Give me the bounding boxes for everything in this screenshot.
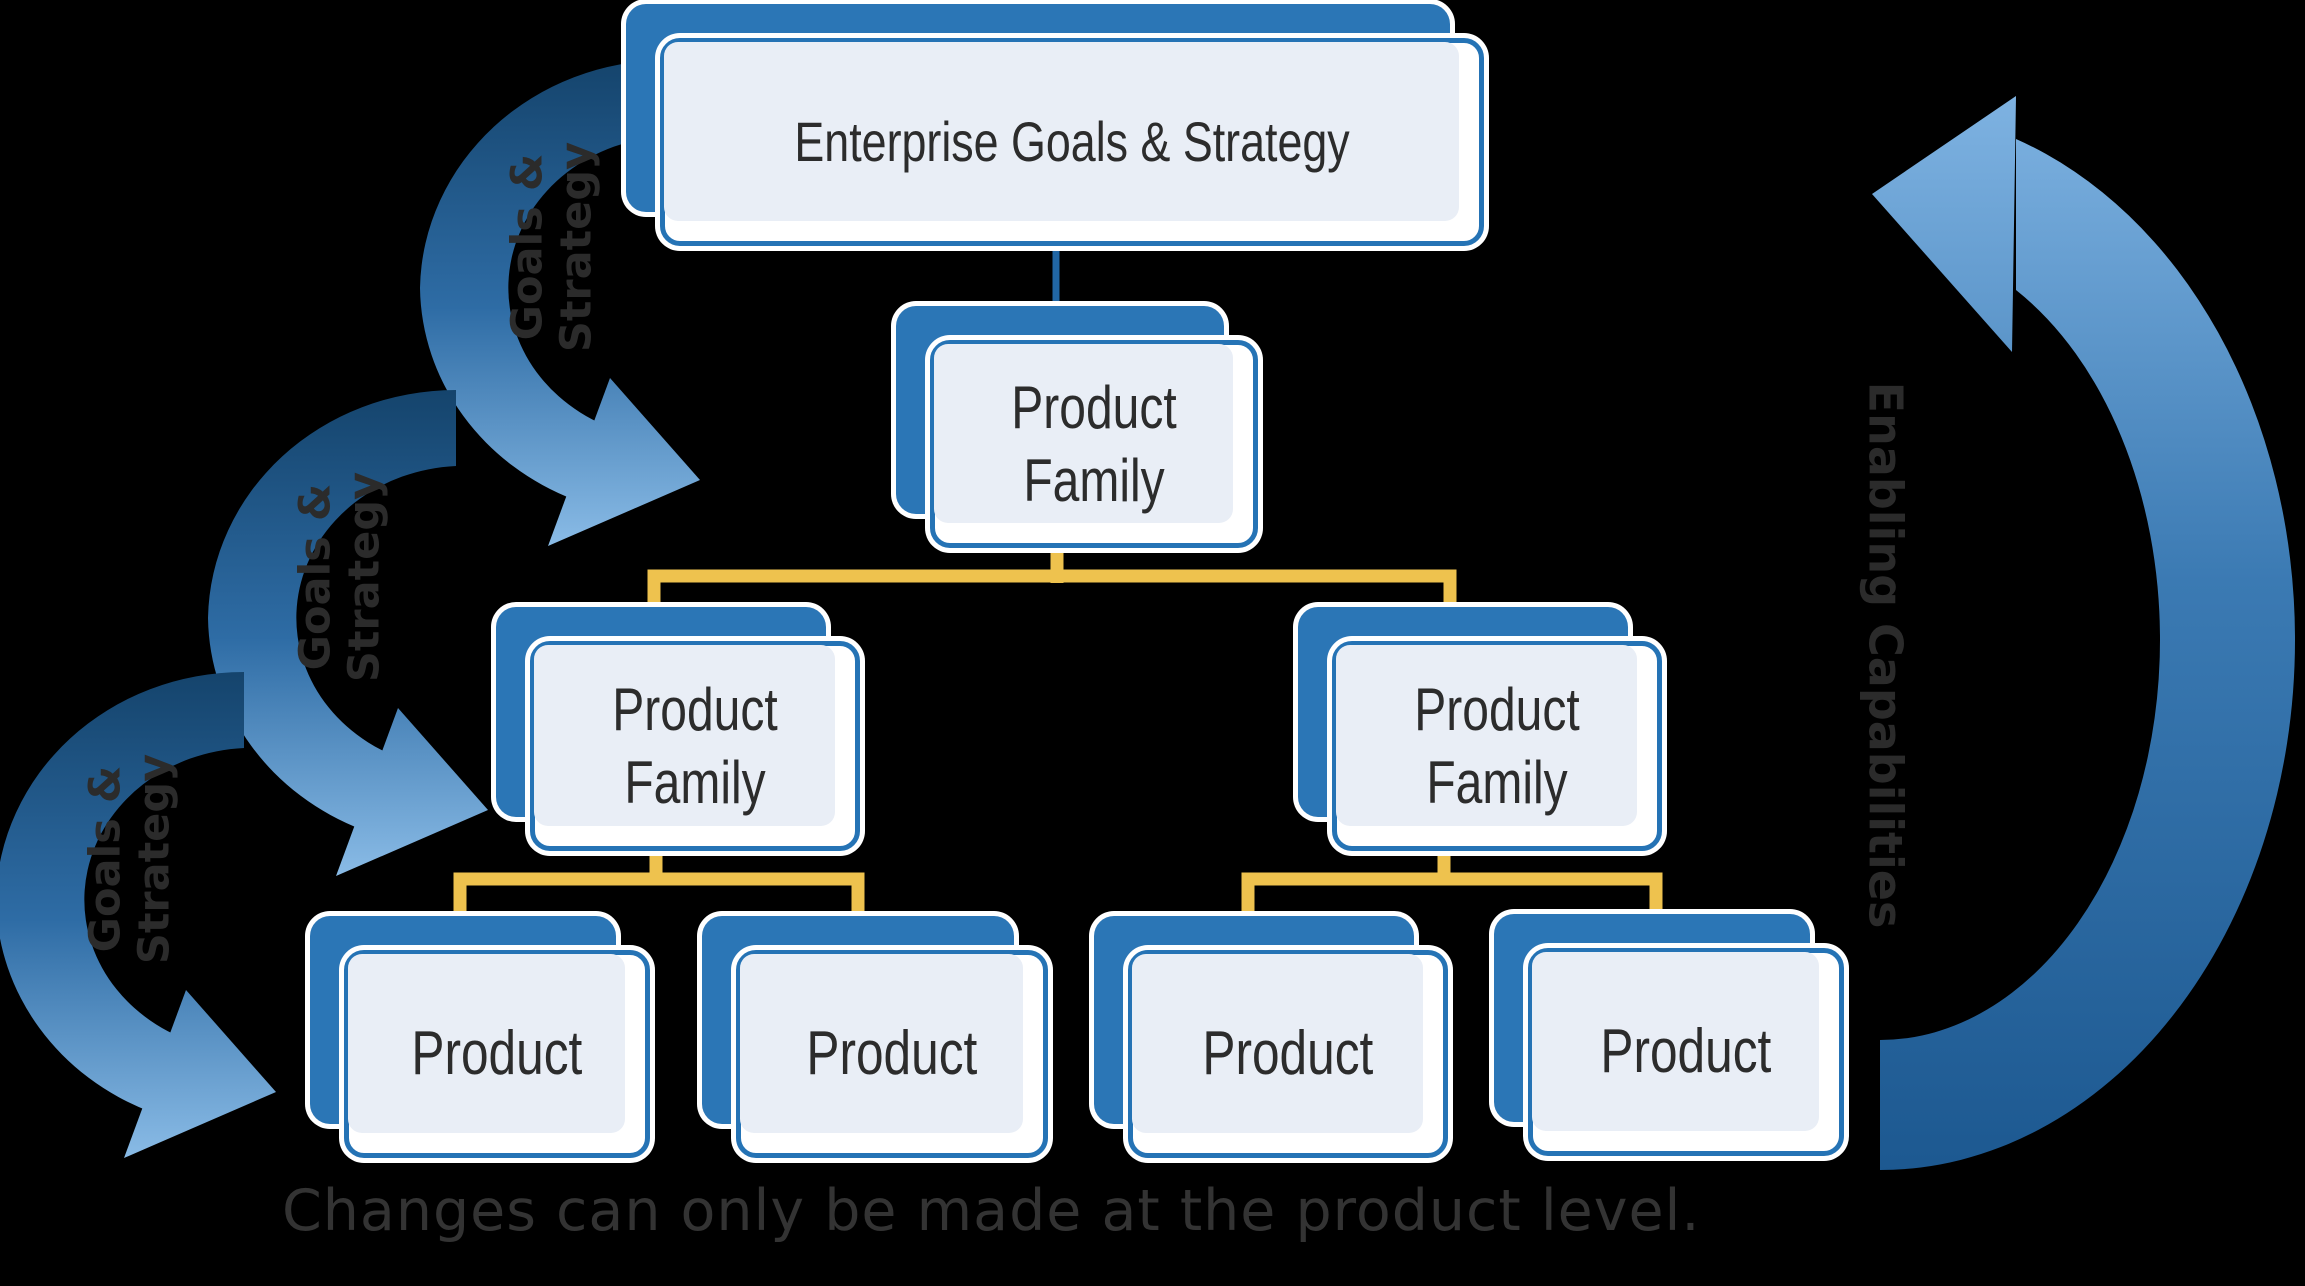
product-family-label: Product Family — [612, 675, 778, 816]
node-inner-panel — [1132, 954, 1423, 1133]
goals-strategy-line2: Strategy — [130, 753, 180, 965]
goals-strategy-line2: Strategy — [552, 141, 602, 353]
goals-strategy-label-2: Goals & Strategy — [290, 471, 391, 683]
node-face: Enterprise Goals & Strategy — [660, 38, 1484, 246]
product-family-label: Product Family — [1414, 675, 1580, 816]
goals-strategy-label-1: Goals & Strategy — [502, 141, 603, 353]
product-family-label: Product Family — [1011, 373, 1177, 514]
goals-strategy-line2: Strategy — [340, 471, 390, 683]
goals-strategy-line1: Goals & — [502, 153, 553, 341]
product-label: Product — [806, 1019, 978, 1089]
enabling-capabilities-label: Enabling Capabilities — [1858, 381, 1913, 929]
node-face: Product — [344, 950, 650, 1158]
enabling-capabilities-arrow-band — [1880, 139, 2295, 1170]
product-label: Product — [1202, 1019, 1374, 1089]
product-label: Product — [411, 1019, 583, 1089]
node-face: Product Family — [1332, 641, 1662, 851]
connector-right-products — [1241, 845, 1663, 922]
enterprise-label: Enterprise Goals & Strategy — [794, 109, 1350, 173]
node-inner-panel — [348, 954, 625, 1133]
goals-strategy-line1: Goals & — [290, 483, 341, 671]
connector-left-products — [453, 845, 865, 922]
goals-strategy-label-3: Goals & Strategy — [80, 753, 181, 965]
node-face: Product Family — [930, 340, 1258, 548]
node-inner-panel — [534, 645, 835, 826]
node-face: Product Family — [530, 641, 860, 851]
caption-text: Changes can only be made at the product … — [282, 1178, 1701, 1244]
goals-strategy-line1: Goals & — [80, 765, 131, 953]
node-inner-panel — [934, 344, 1233, 523]
node-inner-panel — [740, 954, 1023, 1133]
node-inner-panel — [1336, 645, 1637, 826]
node-face: Product — [1528, 948, 1844, 1156]
node-inner-panel — [664, 42, 1459, 221]
node-inner-panel — [1532, 952, 1819, 1131]
enabling-capabilities-arrow-head — [1872, 96, 2016, 352]
node-face: Product — [1128, 950, 1448, 1158]
connector-family-level — [647, 544, 1457, 622]
product-label: Product — [1600, 1017, 1772, 1087]
node-face: Product — [736, 950, 1048, 1158]
